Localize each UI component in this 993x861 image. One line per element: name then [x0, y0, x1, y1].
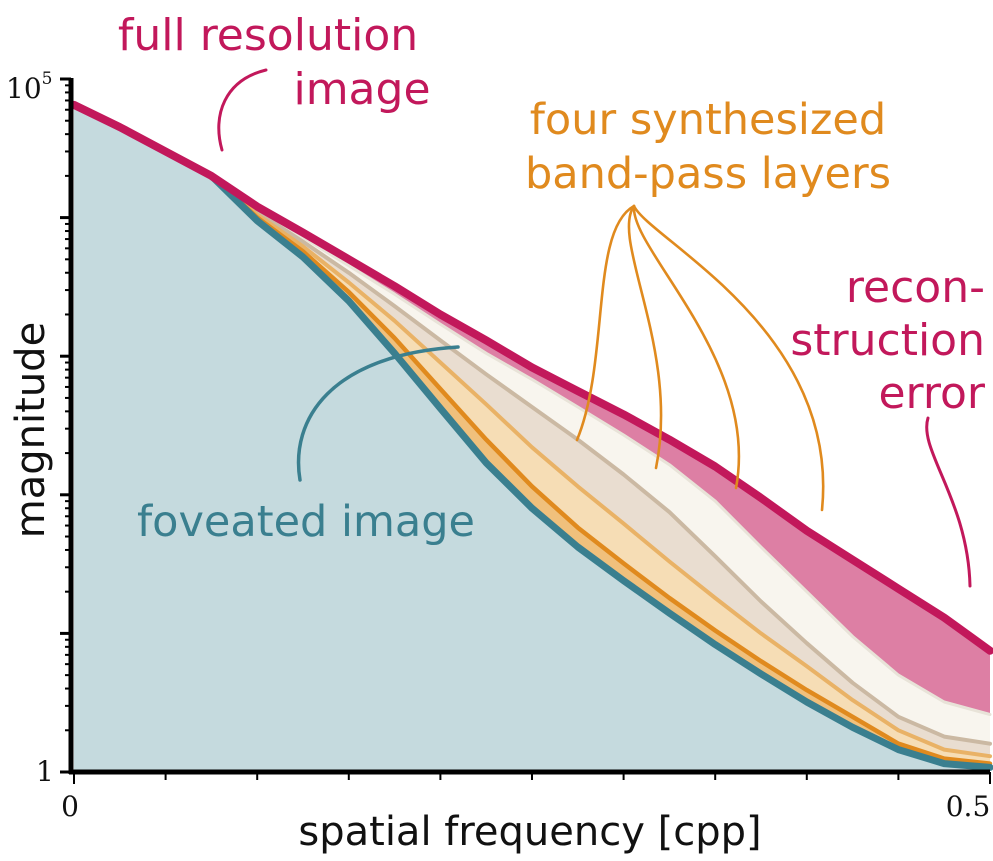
error-pointer — [925, 416, 972, 588]
full-resolution-annotation-line1: full resolution — [118, 10, 418, 61]
foveated-pointer — [296, 345, 460, 482]
axes — [60, 77, 991, 784]
full-resolution-annotation-line2: image — [293, 64, 430, 115]
band-pointer-4 — [632, 204, 825, 512]
foveated-area — [74, 104, 990, 772]
band-pointer-2 — [627, 204, 663, 470]
x-tick-label-start: 0 — [61, 790, 79, 823]
y-axis-title: magnitude — [8, 322, 54, 538]
error-annotation-line2: struction — [790, 315, 985, 366]
y-tick-label-bottom: 1 — [36, 755, 54, 788]
band-pointer-1 — [575, 204, 636, 442]
error-annotation-line1: recon- — [846, 262, 985, 313]
band-layer-4-area — [74, 104, 990, 744]
spectrum-lines — [70, 100, 993, 771]
band-pass-annotation-line2: band-pass layers — [525, 149, 891, 199]
band-layer-3-area — [74, 104, 990, 757]
foveated-annotation: foveated image — [137, 497, 475, 547]
reconstruction-error-area — [74, 104, 990, 715]
annotation-pointers — [217, 68, 972, 588]
band-pointer-3 — [632, 204, 741, 490]
error-annotation-line3: error — [878, 368, 985, 419]
full-resolution-line — [70, 100, 993, 655]
full-resolution-pointer — [217, 68, 268, 152]
spectrum-fills — [74, 104, 990, 772]
x-tick-label-end: 0.5 — [946, 790, 991, 823]
band-pass-annotation-line1: four synthesized — [530, 95, 886, 145]
x-axis-title: spatial frequency [cpp] — [298, 809, 761, 855]
y-tick-label-top: 105 — [6, 69, 52, 105]
